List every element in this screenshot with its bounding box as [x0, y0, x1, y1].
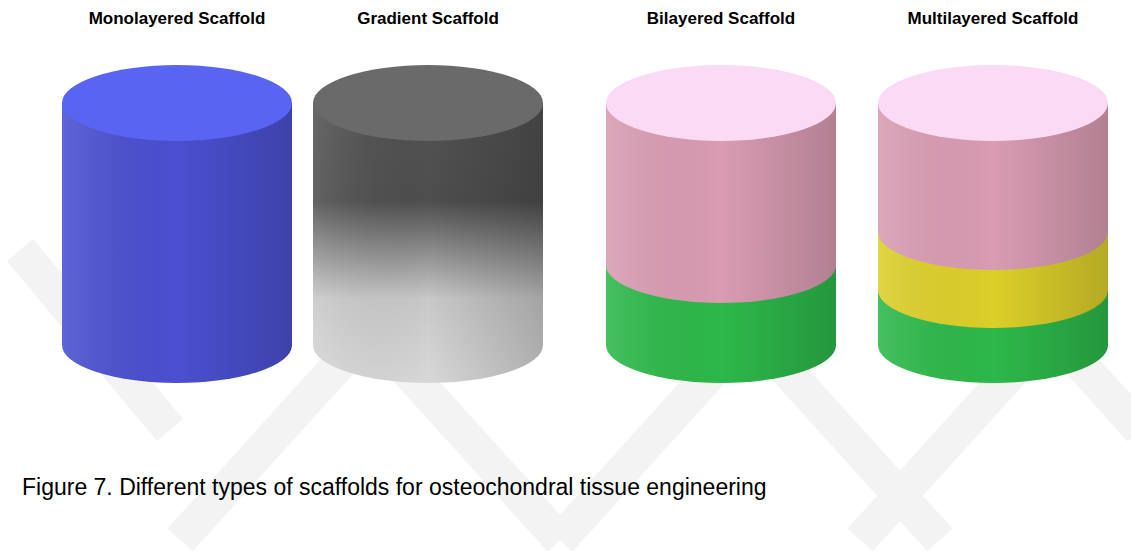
scaffold-cylinder: Bilayered Scaffold — [606, 8, 836, 387]
cylinder-figure — [878, 63, 1108, 387]
figure-caption: Figure 7. Different types of scaffolds f… — [22, 474, 767, 501]
scaffold-label: Monolayered Scaffold — [62, 8, 292, 29]
cylinder-figure — [606, 63, 836, 387]
scaffold-label: Multilayered Scaffold — [878, 8, 1108, 29]
cylinder-figure — [62, 63, 292, 387]
scaffold-label: Gradient Scaffold — [313, 8, 543, 29]
scaffold-cylinder: Monolayered Scaffold — [62, 8, 292, 387]
scaffold-cylinder: Multilayered Scaffold — [878, 8, 1108, 387]
cylinder-figure — [313, 63, 543, 387]
scaffold-label: Bilayered Scaffold — [606, 8, 836, 29]
scaffold-cylinder: Gradient Scaffold — [313, 8, 543, 387]
